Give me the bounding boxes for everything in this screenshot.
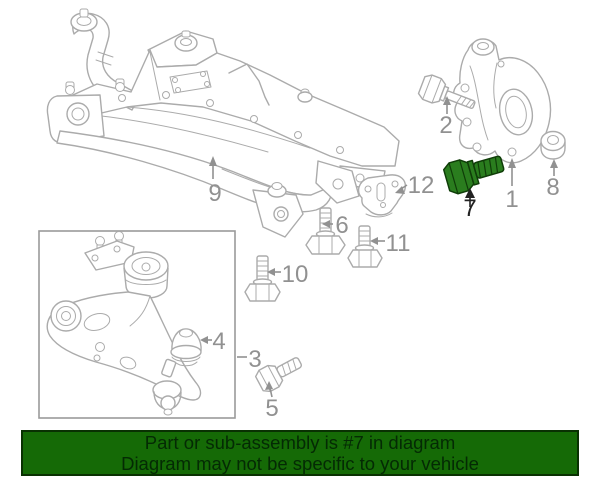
mount-bolt-6-drawing xyxy=(305,207,346,255)
lower-control-arm-drawing xyxy=(46,231,202,416)
highlighted-bolt-7-drawing xyxy=(442,155,505,195)
callout-8-label: 8 xyxy=(546,174,559,201)
callout-6-label: 6 xyxy=(335,212,348,239)
nut-8-drawing xyxy=(540,130,566,160)
callout-3-label: 3 xyxy=(248,346,261,373)
control-arm-bushing-4-drawing xyxy=(170,328,202,367)
mount-bolt-10-drawing xyxy=(244,255,281,302)
callout-9-label: 9 xyxy=(208,180,221,207)
callout-4-label: 4 xyxy=(212,328,225,355)
callout-5-label: 5 xyxy=(265,395,278,422)
subframe-crossmember-drawing xyxy=(46,8,400,238)
callout-arrows xyxy=(200,96,558,398)
diagram-note-banner: Part or sub-assembly is #7 in diagram Di… xyxy=(21,430,579,476)
callout-11-label: 11 xyxy=(386,230,411,257)
callout-12-label: 12 xyxy=(408,172,435,199)
callout-2-label: 2 xyxy=(439,112,452,139)
banner-line-1: Part or sub-assembly is #7 in diagram xyxy=(144,432,456,453)
mount-bolt-11-drawing xyxy=(347,225,383,268)
callout-10-label: 10 xyxy=(282,261,309,288)
knuckle-bolt-2-drawing xyxy=(417,74,476,109)
mount-bracket-12-drawing xyxy=(357,174,407,218)
steering-knuckle-drawing xyxy=(452,38,552,164)
callout-7-label-highlighted: 7 xyxy=(463,195,476,222)
control-arm-bolt-5-drawing xyxy=(254,357,303,393)
callout-1-label: 1 xyxy=(505,186,518,213)
banner-line-2: Diagram may not be specific to your vehi… xyxy=(121,453,479,474)
